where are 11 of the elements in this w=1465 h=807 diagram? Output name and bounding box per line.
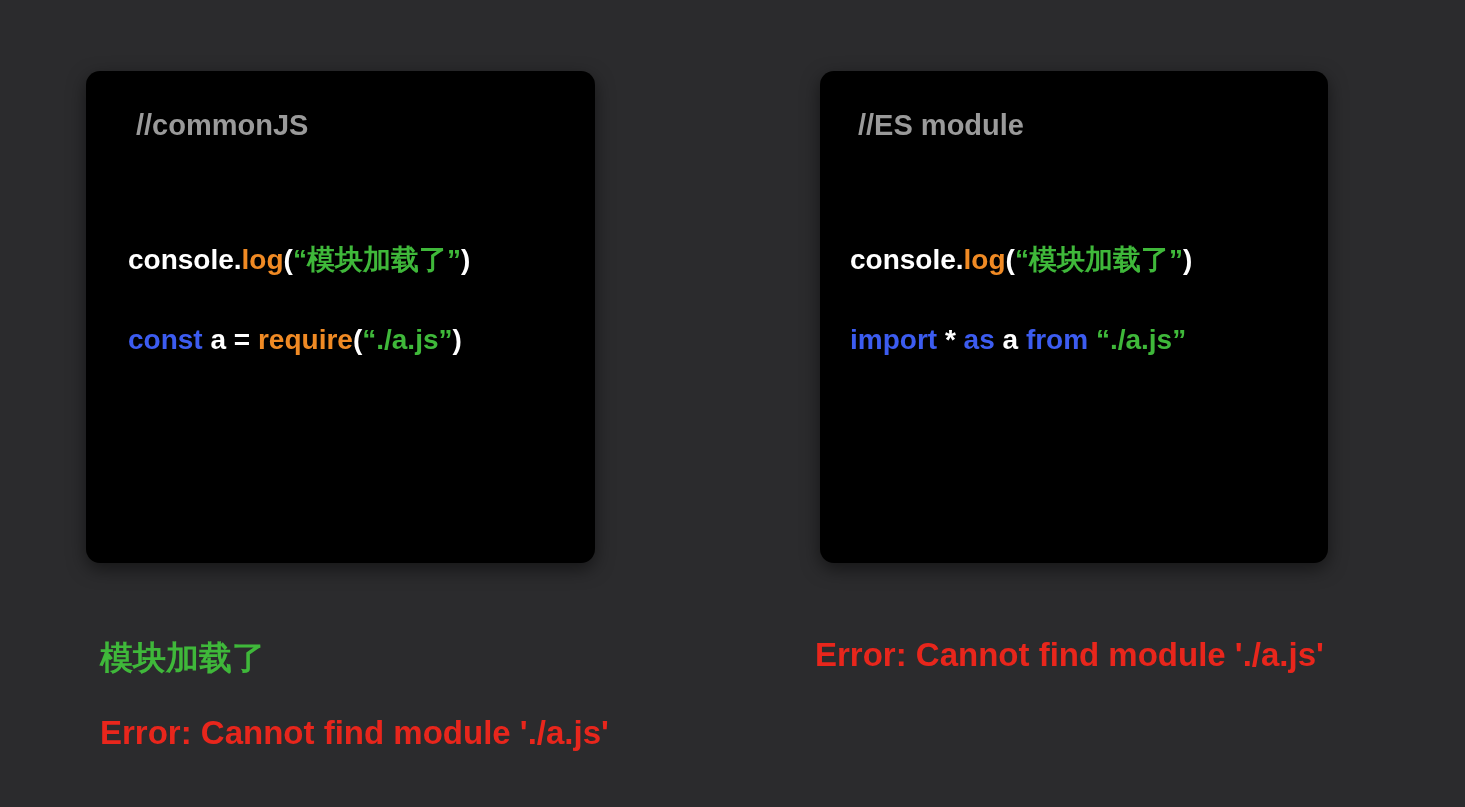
code-line: console.log(“模块加载了”) xyxy=(128,243,471,277)
code-line: import * as a from “./a.js” xyxy=(850,324,1187,356)
comment-heading: //ES module xyxy=(858,109,1024,142)
code-line: console.log(“模块加载了”) xyxy=(850,243,1193,277)
error-message: Error: Cannot find module './a.js' xyxy=(815,636,1324,674)
code-line: const a = require(“./a.js”) xyxy=(128,324,462,356)
code-card xyxy=(820,71,1328,563)
console-output: 模块加载了 xyxy=(100,638,265,678)
error-message: Error: Cannot find module './a.js' xyxy=(100,714,609,752)
code-card xyxy=(86,71,595,563)
comment-heading: //commonJS xyxy=(136,109,309,142)
